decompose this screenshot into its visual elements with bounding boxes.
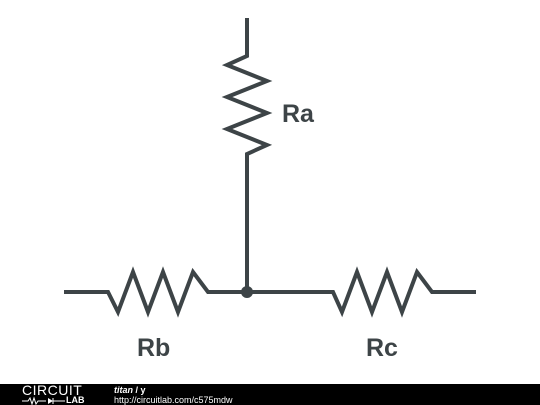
resistor-rb[interactable] [64,266,247,318]
circuit-meta: titan / y http://circuitlab.com/c575mdw [114,385,233,405]
logo-resistor-icon [22,396,65,405]
label-rc: Rc [366,334,398,362]
circuit-url-link[interactable]: http://circuitlab.com/c575mdw [114,395,233,405]
logo-lab-text: LAB [66,395,85,405]
label-rb: Rb [137,334,170,362]
path-separator: / [135,385,139,395]
footer-bar: CIRCUIT LAB titan / y http://circuitlab.… [0,382,540,405]
junction-node [241,286,253,298]
resistor-ra[interactable] [221,18,273,292]
author-name[interactable]: titan [114,385,133,395]
circuitlab-logo[interactable]: CIRCUIT LAB [22,382,94,405]
circuit-schematic: Ra Rb Rc [64,18,476,362]
circuit-name[interactable]: y [140,385,146,395]
logo-circuit-text: CIRCUIT [22,382,83,398]
resistor-rc[interactable] [247,266,476,318]
label-ra: Ra [282,100,315,128]
